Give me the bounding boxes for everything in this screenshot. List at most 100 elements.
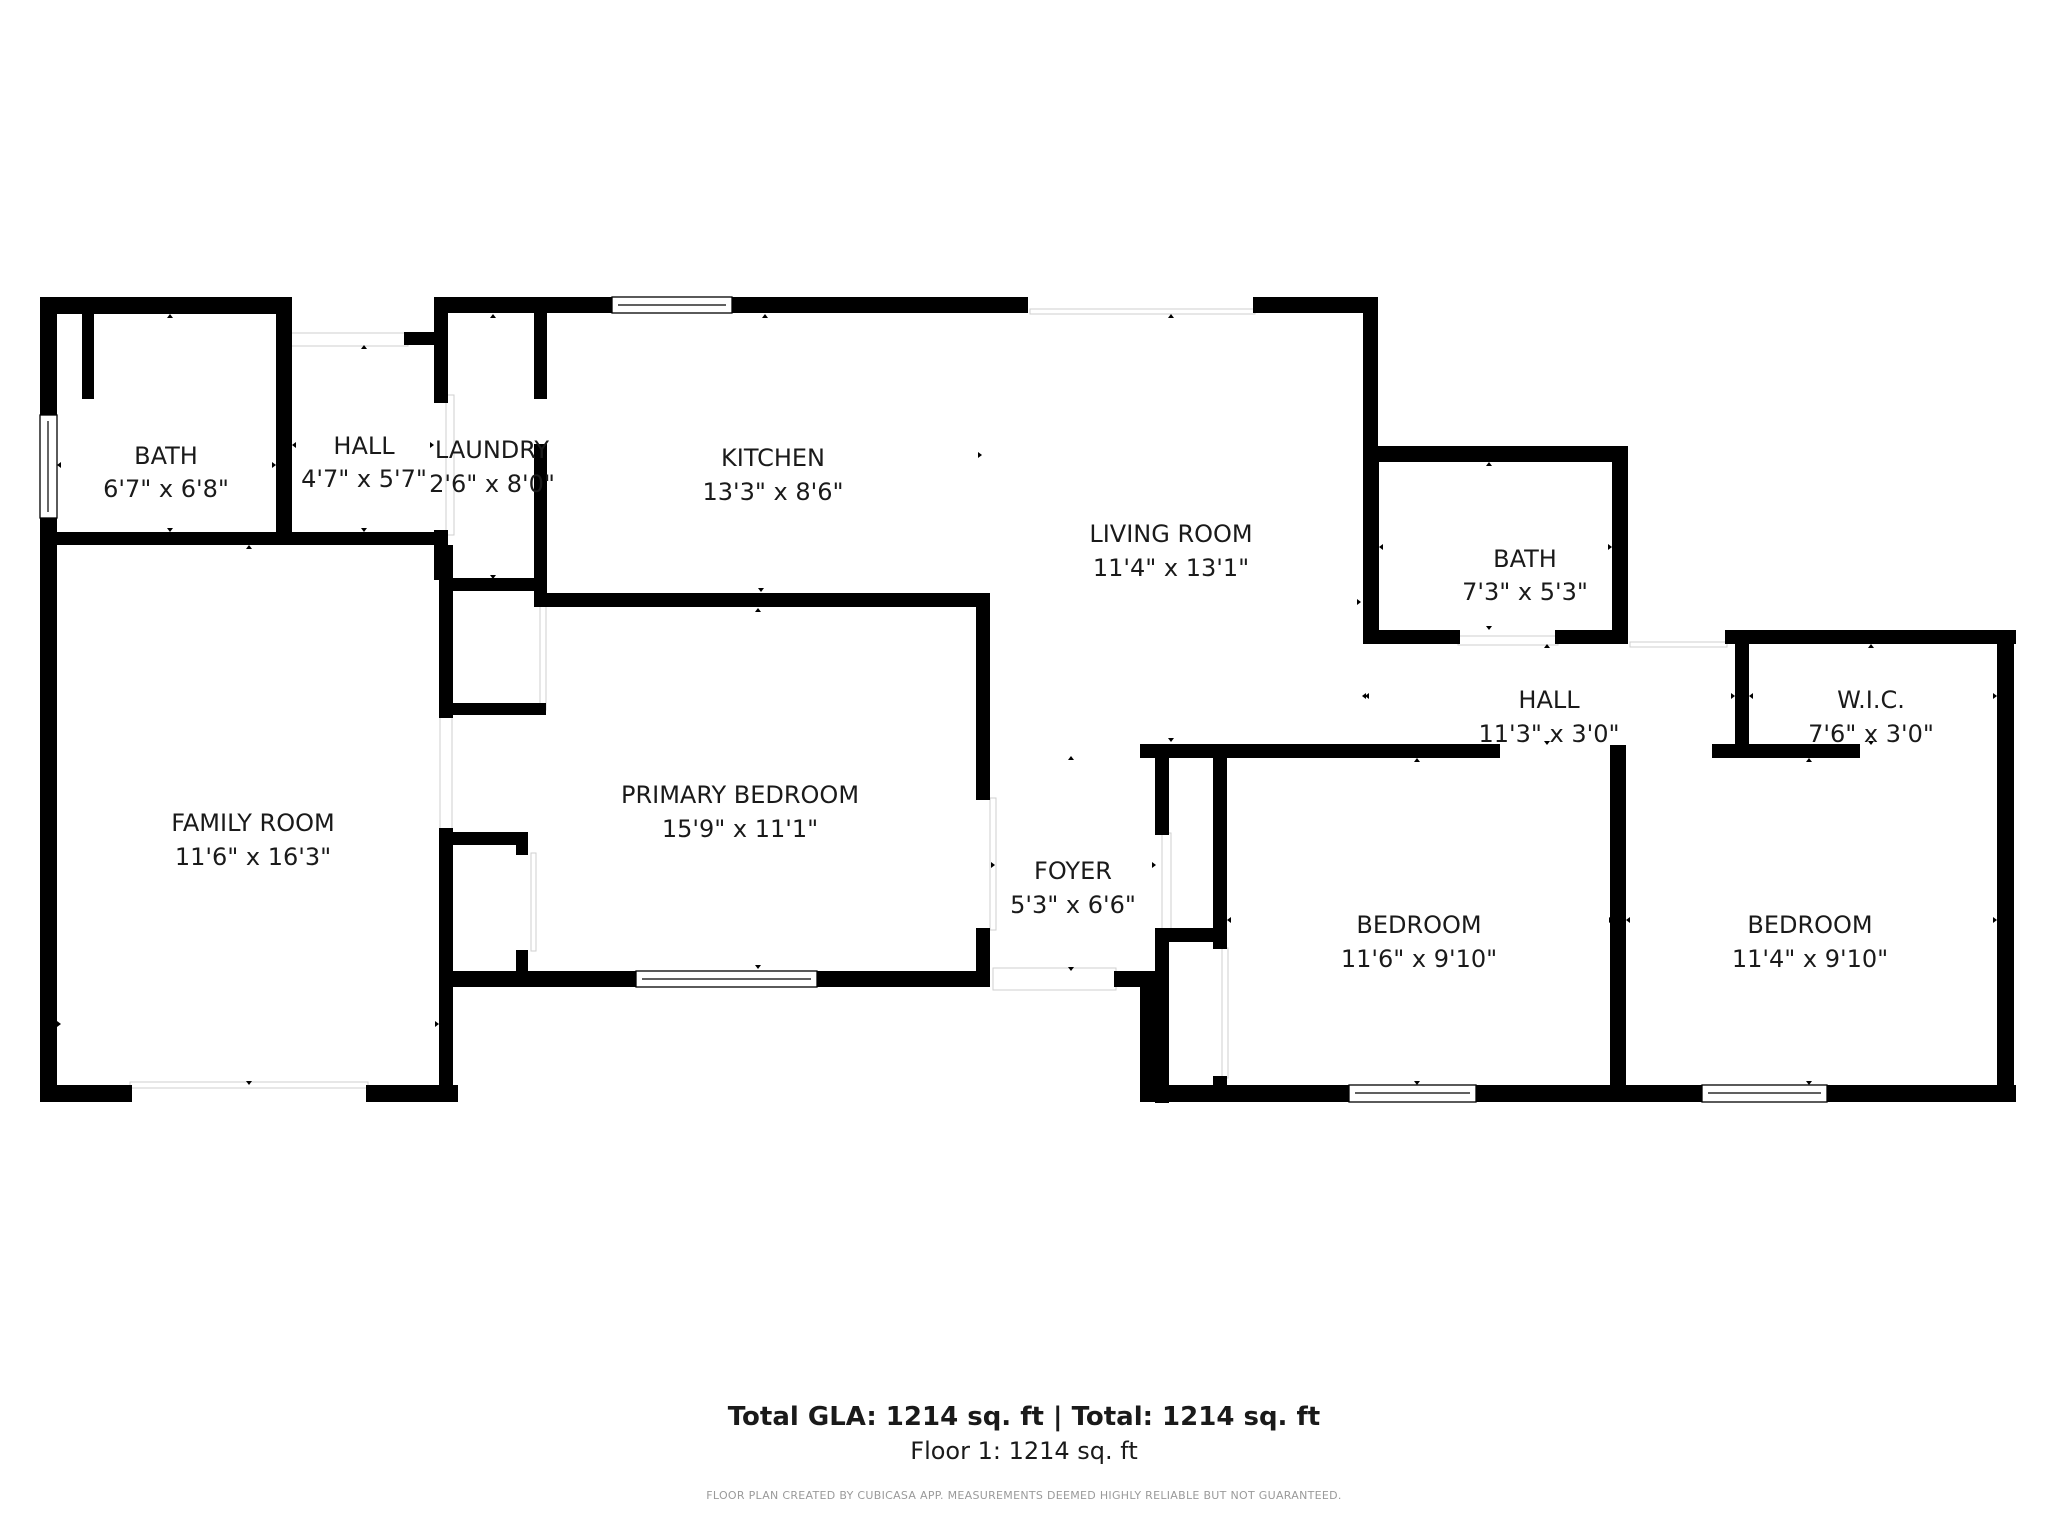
dimension-marker bbox=[1626, 917, 1630, 923]
dimension-marker bbox=[1993, 917, 1997, 923]
hall-north-dimensions: 4'7" x 5'7" bbox=[301, 465, 427, 493]
bedroom-center-top-wall bbox=[1140, 744, 1500, 758]
bath-west-name: BATH bbox=[134, 442, 198, 470]
dimension-marker bbox=[246, 545, 252, 549]
dimension-marker bbox=[272, 462, 276, 468]
dimension-marker bbox=[1379, 544, 1383, 550]
bath-east-east-wall bbox=[1612, 446, 1628, 644]
dimension-marker bbox=[1806, 758, 1812, 762]
laundry-opening bbox=[445, 394, 455, 536]
family-room-bottom-wall-right bbox=[366, 1085, 458, 1102]
walls bbox=[40, 297, 2016, 1103]
dimension-marker bbox=[1608, 544, 1612, 550]
dimension-marker bbox=[1227, 917, 1231, 923]
bath-east-top-wall bbox=[1363, 446, 1628, 462]
dimension-marker bbox=[1168, 314, 1174, 318]
east-exterior-wall bbox=[1997, 630, 2014, 1102]
bath-west-dimensions: 6'7" x 6'8" bbox=[103, 475, 229, 503]
family-room-name: FAMILY ROOM bbox=[171, 809, 334, 837]
dimension-marker bbox=[1731, 693, 1735, 699]
dimension-marker bbox=[1414, 1081, 1420, 1085]
dimension-marker bbox=[246, 1081, 252, 1085]
window-bedroom-east bbox=[1701, 1084, 1828, 1103]
family-room-bottom-wall-left bbox=[40, 1085, 132, 1102]
dimension-marker bbox=[991, 862, 995, 868]
family-room-top-wall bbox=[40, 532, 440, 545]
wic-name: W.I.C. bbox=[1837, 686, 1905, 714]
bath-east-door bbox=[1457, 635, 1559, 646]
dimension-marker bbox=[1806, 1081, 1812, 1085]
closet-lower-side-wall bbox=[516, 832, 528, 855]
dimension-marker bbox=[1544, 644, 1550, 648]
dimension-marker bbox=[978, 452, 982, 458]
laundry-bottom-wall bbox=[439, 578, 542, 591]
dimension-marker bbox=[1414, 758, 1420, 762]
hall-east-top-opening bbox=[1629, 641, 1728, 648]
bath-east-bottom-wall-left bbox=[1363, 630, 1460, 644]
hall-north-top-opening bbox=[289, 332, 409, 347]
kitchen-name: KITCHEN bbox=[721, 444, 825, 472]
dimension-marker bbox=[1486, 462, 1492, 466]
bath-east-west-wall bbox=[1363, 446, 1379, 644]
bath-east-bottom-wall-right bbox=[1555, 630, 1628, 644]
bath-west-top-wall bbox=[40, 297, 292, 314]
dimension-marker bbox=[435, 1021, 439, 1027]
living-room-name: LIVING ROOM bbox=[1089, 520, 1252, 548]
closet-upper-opening bbox=[539, 597, 547, 711]
bedroom-center-west-wall-upper bbox=[1213, 751, 1227, 949]
closet-lower-top-wall bbox=[446, 832, 528, 845]
bath-west-stub-wall bbox=[82, 312, 94, 399]
hall-north-name: HALL bbox=[333, 432, 395, 460]
bath-hall-partition-wall bbox=[276, 297, 292, 542]
foyer-side-wall-upper bbox=[1155, 751, 1169, 835]
foyer-dimensions: 5'3" x 6'6" bbox=[1010, 891, 1136, 919]
dimension-marker bbox=[490, 575, 496, 579]
bedroom-east-bottom-wall bbox=[1826, 1085, 2016, 1102]
laundry-west-wall-lower bbox=[434, 530, 448, 580]
west-exterior-wall-upper bbox=[40, 297, 57, 417]
bedroom-center-dimensions: 11'6" x 9'10" bbox=[1341, 945, 1497, 973]
dimension-marker bbox=[1993, 693, 1997, 699]
closet-top-wall bbox=[446, 703, 546, 715]
window-kitchen bbox=[611, 296, 733, 314]
bedroom-east-name: BEDROOM bbox=[1747, 911, 1872, 939]
dimension-marker bbox=[1749, 693, 1753, 699]
dimension-marker bbox=[985, 598, 989, 604]
family-room-side-opening bbox=[439, 716, 453, 840]
window-primary-bedroom bbox=[635, 970, 818, 988]
primary-bedroom-bottom-wall-right bbox=[817, 971, 990, 987]
bedroom-center-name: BEDROOM bbox=[1356, 911, 1481, 939]
dimension-marker bbox=[361, 528, 367, 532]
dimension-marker bbox=[1362, 693, 1366, 699]
dimension-marker bbox=[490, 314, 496, 318]
bath-east-dimensions: 7'3" x 5'3" bbox=[1462, 578, 1588, 606]
foyer-side-wall-lower bbox=[1155, 928, 1169, 1103]
hall-north-top-wall-stub bbox=[404, 332, 439, 345]
dimension-marker bbox=[1152, 862, 1156, 868]
closet-opening bbox=[530, 852, 537, 952]
window-bath-west bbox=[39, 414, 58, 519]
primary-bedroom-bottom-wall-left bbox=[448, 971, 638, 987]
main-top-wall-right bbox=[1253, 297, 1378, 313]
dimension-marker bbox=[1357, 599, 1361, 605]
dimension-marker bbox=[1868, 644, 1874, 648]
foyer-side-opening bbox=[1161, 832, 1172, 930]
wic-west-wall bbox=[1735, 640, 1749, 745]
wic-dimensions: 7'6" x 3'0" bbox=[1808, 720, 1934, 748]
family-room-dimensions: 11'6" x 16'3" bbox=[175, 843, 331, 871]
room-labels: BATH 6'7" x 6'8" HALL 4'7" x 5'7" LAUNDR… bbox=[103, 432, 1934, 973]
primary-bedroom-east-wall-upper bbox=[976, 593, 990, 800]
foyer-east-exterior-wall bbox=[1140, 971, 1156, 1102]
living-room-dimensions: 11'4" x 13'1" bbox=[1093, 554, 1249, 582]
laundry-dimensions: 2'6" x 8'0" bbox=[429, 470, 555, 498]
west-exterior-wall-joint bbox=[40, 518, 57, 535]
kitchen-dimensions: 13'3" x 8'6" bbox=[702, 478, 843, 506]
bath-east-name: BATH bbox=[1493, 545, 1557, 573]
primary-bedroom-top-wall bbox=[534, 593, 977, 607]
dimension-marker bbox=[167, 314, 173, 318]
laundry-name: LAUNDRY bbox=[435, 436, 549, 464]
dimension-marker bbox=[1609, 917, 1613, 923]
dimension-markers bbox=[57, 314, 1997, 1085]
dimension-marker bbox=[1365, 693, 1369, 699]
